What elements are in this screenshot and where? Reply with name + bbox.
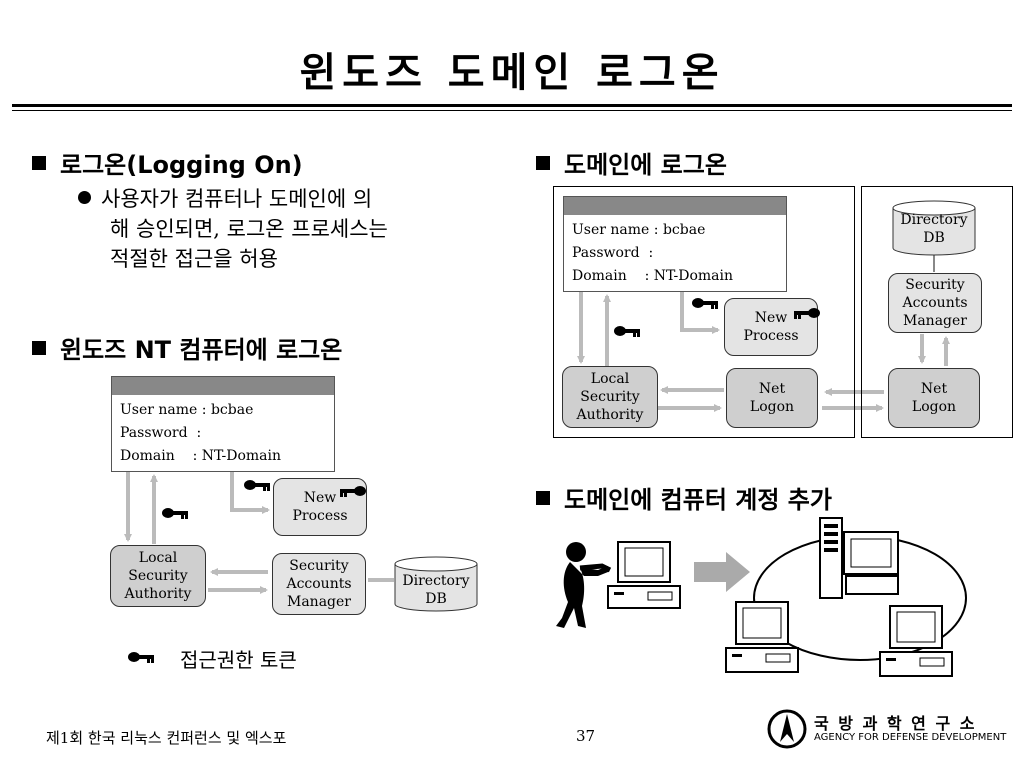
bullet-add-computer-account: 도메인에 컴퓨터 계정 추가 bbox=[536, 480, 832, 515]
left-logon-dialog: User name : bcbae Password : Domain : NT… bbox=[111, 376, 335, 472]
key-icon bbox=[340, 486, 366, 497]
database-cylinder-icon bbox=[892, 200, 976, 256]
key-icon bbox=[128, 652, 154, 663]
key-icon bbox=[162, 508, 188, 519]
password-row: Password : bbox=[120, 425, 202, 441]
computer-icon bbox=[879, 605, 953, 677]
computer-icon bbox=[819, 517, 899, 599]
title-rule-thin bbox=[12, 110, 1012, 111]
dialog-title-bar bbox=[112, 377, 334, 395]
slide-title: 윈도즈 도메인 로그온 bbox=[299, 50, 725, 96]
legend-label: 접근권한 토큰 bbox=[180, 648, 297, 672]
client-panel bbox=[553, 186, 855, 438]
logon-description: 사용자가 컴퓨터나 도메인에 의 해 승인되면, 로그온 프로세스는 적절한 접… bbox=[78, 184, 388, 274]
person-icon bbox=[556, 542, 612, 628]
computer-icon bbox=[607, 541, 681, 609]
org-name-korean: 국 방 과 학 연 구 소 bbox=[814, 714, 977, 733]
add-computer-illustration bbox=[556, 517, 967, 677]
dialog-title-bar bbox=[564, 197, 786, 215]
username-row: User name : bcbae bbox=[572, 222, 706, 238]
domain-row: Domain : NT-Domain bbox=[572, 268, 734, 284]
page-number: 37 bbox=[576, 727, 596, 745]
key-icon bbox=[614, 326, 640, 337]
bullet-nt-logon: 윈도즈 NT 컴퓨터에 로그온 bbox=[32, 330, 342, 365]
right-logon-dialog: User name : bcbae Password : Domain : NT… bbox=[563, 196, 787, 292]
title-rule bbox=[12, 104, 1012, 107]
database-cylinder-icon bbox=[394, 556, 478, 612]
server-panel bbox=[861, 186, 1013, 438]
big-right-arrow-icon bbox=[694, 552, 750, 592]
footer-conference: 제1회 한국 리눅스 컨퍼런스 및 엑스포 bbox=[46, 729, 287, 747]
org-name-english: AGENCY FOR DEFENSE DEVELOPMENT bbox=[814, 732, 1007, 743]
add-emblem-icon bbox=[767, 709, 807, 749]
square-bullet-icon bbox=[32, 341, 46, 355]
dot-bullet-icon bbox=[78, 191, 91, 204]
square-bullet-icon bbox=[32, 156, 46, 170]
bullet-domain-logon: 도메인에 로그온 bbox=[536, 145, 727, 180]
password-row: Password : bbox=[572, 245, 654, 261]
key-icon bbox=[794, 308, 820, 319]
square-bullet-icon bbox=[536, 491, 550, 505]
username-row: User name : bcbae bbox=[120, 402, 254, 418]
computer-icon bbox=[725, 601, 799, 673]
key-icon bbox=[692, 298, 718, 309]
domain-row: Domain : NT-Domain bbox=[120, 448, 282, 464]
key-icon bbox=[244, 480, 270, 491]
square-bullet-icon bbox=[536, 156, 550, 170]
bullet-logging-on: 로그온(Logging On) bbox=[32, 145, 303, 180]
